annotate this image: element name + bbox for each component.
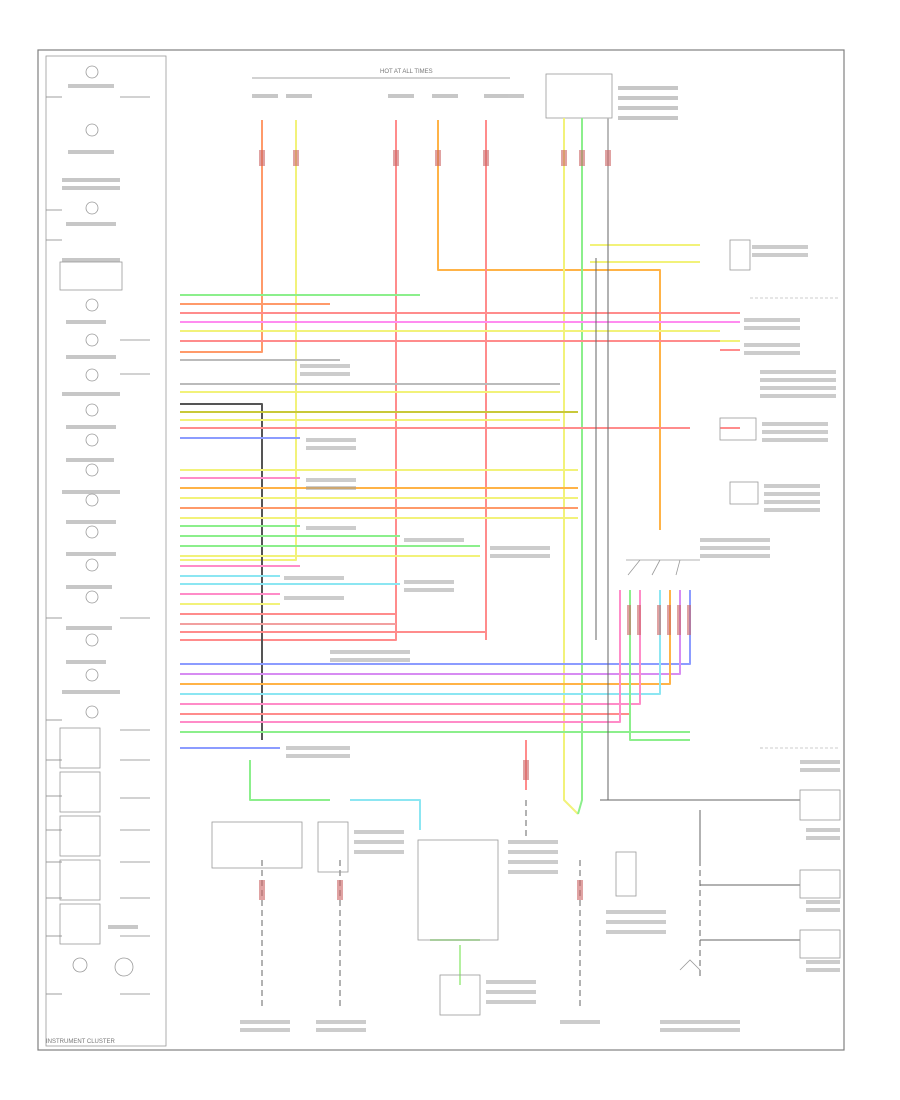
wire-yellow-feed xyxy=(180,120,297,561)
component-labels xyxy=(240,245,840,1032)
wire-orange-feed xyxy=(180,120,263,353)
wires xyxy=(180,118,740,985)
wire-red-feed xyxy=(180,120,397,641)
footer-label: INSTRUMENT CLUSTER xyxy=(46,1039,116,1045)
top-fuse-block: HOT AT ALL TIMES xyxy=(252,69,678,120)
top-label: HOT AT ALL TIMES xyxy=(380,69,433,75)
diagram-frame xyxy=(37,49,845,1051)
connector-marks xyxy=(259,150,691,900)
wire-orange-cross xyxy=(437,120,661,530)
instrument-cluster: INSTRUMENT CLUSTER xyxy=(45,55,167,1047)
lamp-symbols xyxy=(59,65,134,977)
component-boxes xyxy=(211,239,841,1016)
